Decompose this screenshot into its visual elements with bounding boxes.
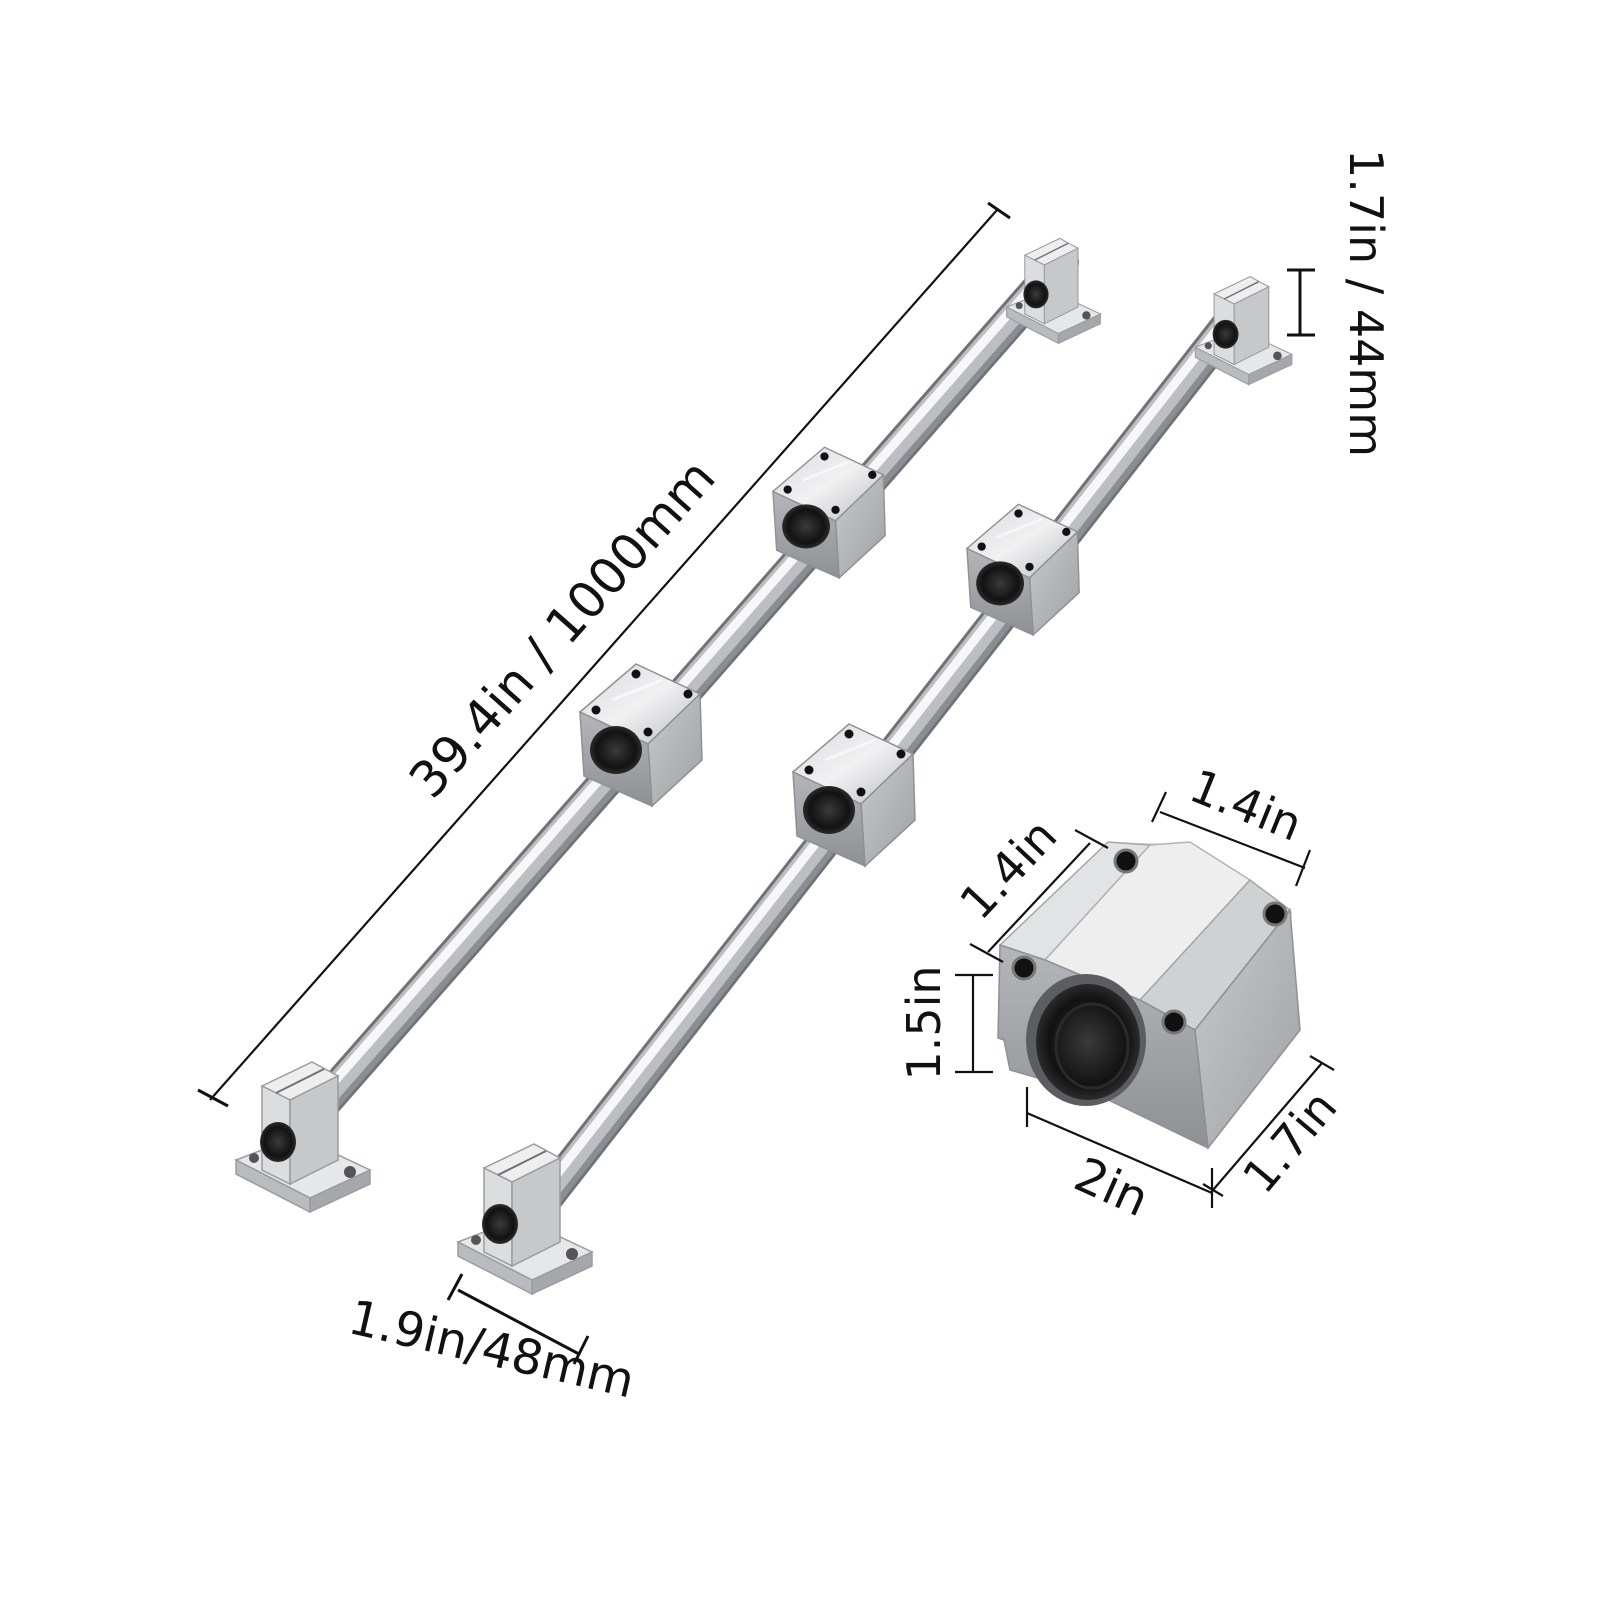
block-length-label: 2in bbox=[1066, 1147, 1157, 1228]
bearing-block-detail bbox=[997, 841, 1301, 1150]
support-base-width-dimension: 1.9in/48mm bbox=[344, 1273, 640, 1409]
rod-length-dimension: 39.4in / 1000mm bbox=[197, 201, 1011, 1108]
block-height-dimension: 1.5in bbox=[897, 965, 993, 1081]
block-depth-label: 1.7in bbox=[1232, 1080, 1347, 1203]
block-top-width-label: 1.4in bbox=[1183, 759, 1310, 852]
support-height-dimension: 1.7in / 44mm bbox=[1287, 149, 1393, 457]
support-height-label: 1.7in / 44mm bbox=[1339, 149, 1393, 457]
block-height-label: 1.5in bbox=[897, 965, 951, 1080]
